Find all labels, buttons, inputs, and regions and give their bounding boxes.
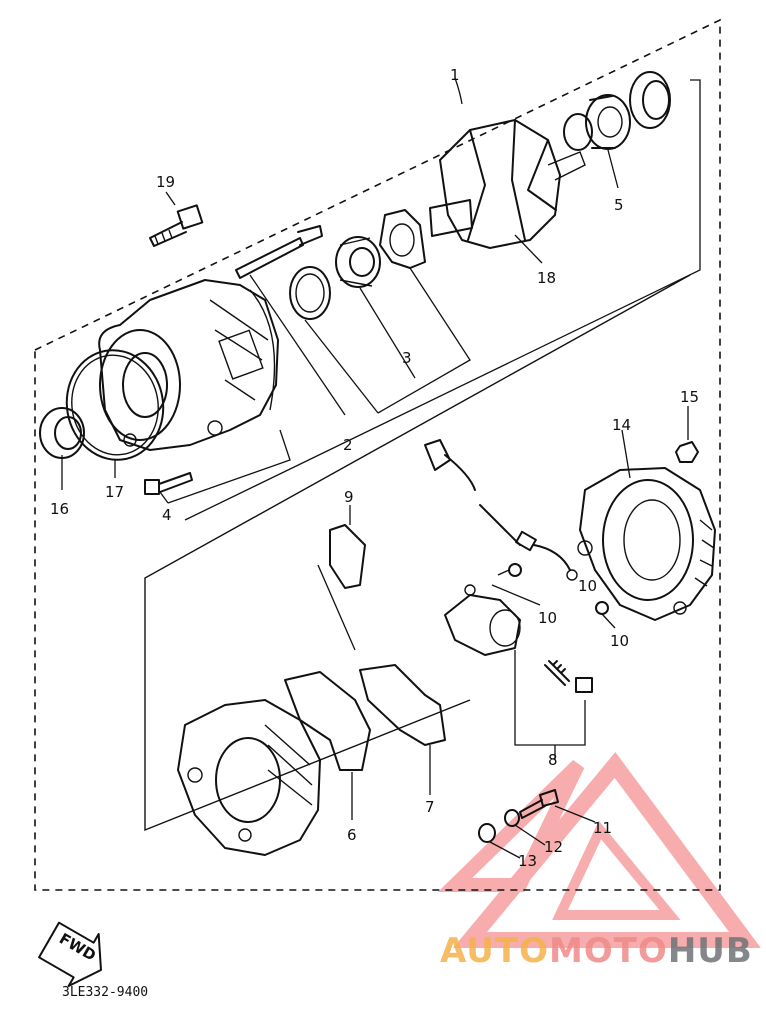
group-bracket-1	[184, 79, 701, 521]
callout-17: 17	[105, 483, 124, 501]
bolt-19	[149, 204, 204, 247]
o-ring-17	[65, 349, 165, 461]
assembly-boundary-outline	[34, 18, 721, 891]
callout-18: 18	[537, 269, 556, 287]
leader-19	[165, 191, 176, 206]
oil-seal-16	[39, 407, 85, 459]
callout-5: 5	[614, 196, 624, 214]
diagram-code: 3LE332-9400	[62, 985, 148, 1000]
callout-12: 12	[544, 838, 563, 856]
retainer-plate-3	[379, 209, 426, 269]
callout-3: 3	[402, 349, 412, 367]
regulator-7	[359, 664, 446, 746]
callout-8: 8	[548, 751, 558, 769]
bearing-5	[563, 94, 631, 151]
leader-4	[159, 429, 291, 504]
leader-18	[514, 234, 543, 264]
screw-10-b	[595, 601, 609, 615]
rectifier-6	[284, 671, 371, 771]
callout-6: 6	[347, 826, 357, 844]
callout-9: 9	[344, 488, 354, 506]
callout-11: 11	[593, 819, 612, 837]
bearing-3	[335, 236, 381, 288]
rotor-18	[429, 119, 586, 249]
leader-3	[359, 267, 471, 414]
rear-housing	[177, 699, 321, 856]
callout-2: 2	[343, 436, 353, 454]
leader-1	[454, 77, 463, 105]
callout-10-b: 10	[578, 577, 597, 595]
fwd-arrow-icon	[38, 921, 102, 987]
callout-10-c: 10	[610, 632, 629, 650]
watermark-auto: AUTO	[440, 931, 549, 971]
wire-harness	[424, 439, 578, 581]
watermark-wordmark: AUTOMOTOHUB	[440, 931, 753, 971]
screw-10-a	[497, 563, 522, 577]
washer-2	[289, 266, 331, 320]
callout-10-a: 10	[538, 609, 557, 627]
fwd-label: FWD	[56, 929, 99, 964]
rear-cover-14	[577, 467, 716, 621]
nut-13	[478, 823, 496, 843]
nut-15	[675, 441, 699, 463]
brush-holder	[444, 584, 521, 656]
callout-1: 1	[450, 66, 460, 84]
front-housing	[98, 279, 279, 451]
rear-assembly-bracket	[144, 274, 691, 832]
callout-14: 14	[612, 416, 631, 434]
callout-13: 13	[518, 852, 537, 870]
brush-spring-8	[544, 660, 593, 693]
callout-19: 19	[156, 173, 175, 191]
leader-5	[607, 149, 619, 189]
bolt-11	[519, 789, 559, 819]
watermark-moto: MOTO	[549, 931, 668, 971]
callout-4: 4	[162, 506, 172, 524]
leader-16-17	[61, 455, 116, 490]
watermark-logo-icon	[437, 752, 761, 948]
leader-2	[249, 274, 379, 416]
bearing-cover-cap	[629, 71, 671, 129]
stud-bolt-2	[235, 225, 323, 279]
bracket-9	[329, 524, 366, 589]
watermark-hub: HUB	[668, 931, 753, 971]
callout-15: 15	[680, 388, 699, 406]
callout-7: 7	[425, 798, 435, 816]
callout-16: 16	[50, 500, 69, 518]
washer-12	[504, 809, 520, 827]
bolt-4	[144, 472, 193, 495]
